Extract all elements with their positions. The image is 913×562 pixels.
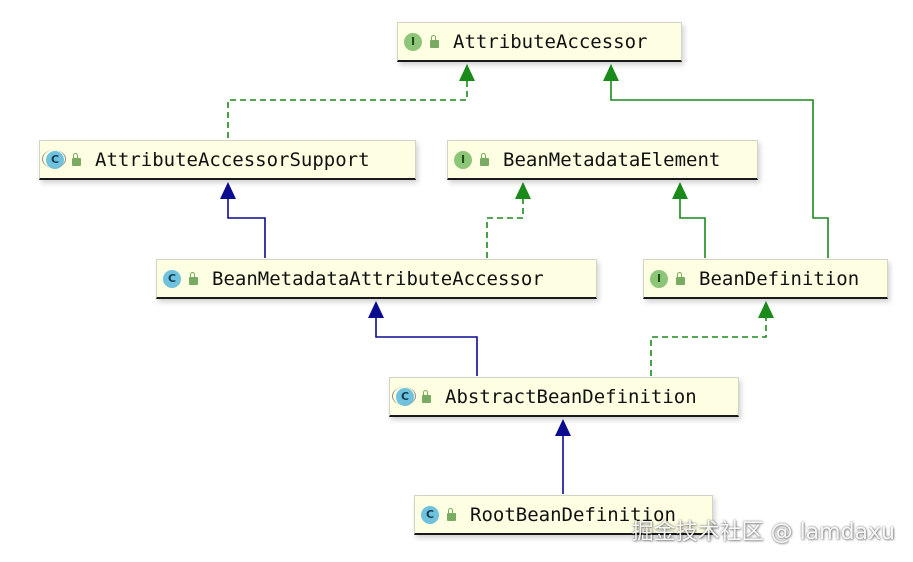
edge-bean-metadata-attribute-accessor-to-bean-metadata-element xyxy=(486,198,524,258)
node-label: AttributeAccessor xyxy=(453,30,648,53)
node-label: RootBeanDefinition xyxy=(470,503,676,526)
node-label: BeanMetadataAttributeAccessor xyxy=(212,267,544,290)
node-bean-metadata-element[interactable]: I BeanMetadataElement xyxy=(447,140,758,180)
node-label: BeanMetadataElement xyxy=(503,148,721,171)
arrowhead-extends-interface xyxy=(603,64,619,81)
watermark: 掘金技术社区 @ lamdaxu xyxy=(631,520,895,545)
arrowhead-extends xyxy=(368,301,384,318)
arrowhead-implements xyxy=(758,301,774,318)
node-abstract-bean-definition[interactable]: C AbstractBeanDefinition xyxy=(389,377,739,417)
node-label: BeanDefinition xyxy=(699,267,860,290)
node-root-bean-definition[interactable]: C RootBeanDefinition xyxy=(414,495,713,535)
edge-bean-definition-to-bean-metadata-element xyxy=(679,198,706,258)
interface-icon: I xyxy=(404,32,422,51)
node-bean-definition[interactable]: I BeanDefinition xyxy=(643,259,888,299)
edge-abstract-bean-definition-to-bean-metadata-attribute-accessor xyxy=(375,317,478,376)
arrowhead-extends xyxy=(220,182,236,199)
node-label: AbstractBeanDefinition xyxy=(445,385,697,408)
arrowhead-extends-interface xyxy=(672,182,688,199)
lock-icon xyxy=(676,272,685,285)
edge-bean-metadata-attribute-accessor-to-attribute-accessor-support xyxy=(227,198,266,258)
abstract-class-icon: C xyxy=(392,386,416,406)
arrowhead-implements xyxy=(459,64,475,81)
node-bean-metadata-attribute-accessor[interactable]: C BeanMetadataAttributeAccessor xyxy=(156,259,597,299)
edge-abstract-bean-definition-to-bean-definition xyxy=(650,317,767,376)
lock-icon xyxy=(422,390,431,403)
edge-attribute-accessor-support-to-attribute-accessor xyxy=(227,80,468,138)
interface-icon: I xyxy=(454,150,472,169)
node-label: AttributeAccessorSupport xyxy=(95,148,370,171)
class-icon: C xyxy=(421,505,439,524)
lock-icon xyxy=(480,153,489,166)
arrowhead-implements xyxy=(515,182,531,199)
node-attribute-accessor-support[interactable]: C AttributeAccessorSupport xyxy=(39,140,416,180)
lock-icon xyxy=(447,508,456,521)
lock-icon xyxy=(430,35,439,48)
lock-icon xyxy=(72,153,81,166)
class-icon: C xyxy=(163,269,181,288)
edge-bean-definition-to-attribute-accessor xyxy=(610,80,829,258)
lock-icon xyxy=(189,272,198,285)
node-attribute-accessor[interactable]: I AttributeAccessor xyxy=(397,22,682,62)
interface-icon: I xyxy=(650,269,668,288)
abstract-class-icon: C xyxy=(42,149,66,169)
arrowhead-extends xyxy=(555,419,571,436)
